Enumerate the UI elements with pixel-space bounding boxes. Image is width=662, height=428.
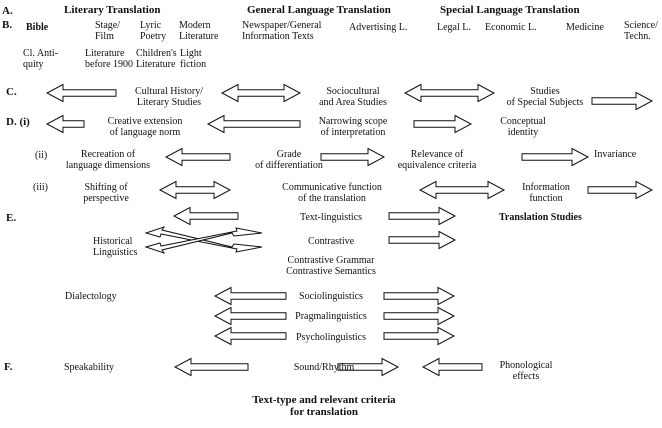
arrow-diii-mid xyxy=(418,180,506,200)
arrow-di-left xyxy=(45,114,85,134)
creative-extension-label: Creative extension of language norm xyxy=(107,116,183,138)
stage-film-label: Stage/ Film xyxy=(95,20,120,42)
translation-studies-label: Translation Studies xyxy=(499,212,582,223)
arrow-e-contrastive-right xyxy=(388,230,457,250)
science-label: Science/ Techn. xyxy=(624,20,658,42)
newspaper-label: Newspaper/General Information Texts xyxy=(242,20,322,42)
sociocultural-label: Sociocultural and Area Studies xyxy=(319,86,387,108)
arrow-e-textling-left xyxy=(172,206,239,226)
arrow-diii-left xyxy=(158,180,232,200)
special-language-translation-heading: Special Language Translation xyxy=(440,4,580,16)
grade-differentiation-label: Grade of differentiation xyxy=(255,149,323,171)
relevance-label: Relevance of equivalence criteria xyxy=(397,149,477,171)
conceptual-identity-label: Conceptual identity xyxy=(500,116,546,138)
arrow-dii-mid xyxy=(320,147,386,167)
narrowing-scope-label: Narrowing scope of interpretation xyxy=(318,116,388,138)
arrow-e-cross-up xyxy=(144,227,263,254)
arrow-e-psycho-left xyxy=(213,326,287,346)
arrow-di-mid xyxy=(206,114,301,134)
contrastive-grammar-label: Contrastive Grammar Contrastive Semantic… xyxy=(286,255,376,277)
communicative-function-label: Communicative function of the translatio… xyxy=(282,182,382,204)
special-subjects-label: Studies of Special Subjects xyxy=(506,86,584,108)
arrow-dii-left xyxy=(164,147,231,167)
shifting-perspective-label: Shifting of perspective xyxy=(83,182,129,204)
antiquity-label: Cl. Anti- quity xyxy=(23,48,59,70)
literary-translation-heading: Literary Translation xyxy=(64,4,161,16)
section-a-marker: A. xyxy=(2,5,13,17)
dialectology-label: Dialectology xyxy=(65,291,117,302)
phonological-effects-label: Phonological effects xyxy=(499,360,553,382)
information-function-label: Information function xyxy=(522,182,570,204)
contrastive-label: Contrastive xyxy=(307,236,355,247)
lyric-poetry-label: Lyric Poetry xyxy=(140,20,167,42)
historical-linguistics-label: Historical Linguistics xyxy=(93,236,138,258)
childrens-literature-label: Children's Literature xyxy=(136,48,177,70)
pragmalinguistics-label: Pragmalinguistics xyxy=(295,311,367,322)
literature-1900-label: Literature before 1900 xyxy=(85,48,134,70)
economic-label: Economic L. xyxy=(485,22,537,33)
light-fiction-label: Light fiction xyxy=(180,48,207,70)
advertising-label: Advertising L. xyxy=(349,22,408,33)
invariance-label: Invariance xyxy=(594,149,637,160)
arrow-c-mid xyxy=(220,83,302,103)
arrow-e-socio-left xyxy=(213,286,287,306)
psycholinguistics-label: Psycholinguistics xyxy=(295,332,367,343)
arrow-diii-right xyxy=(587,180,654,200)
legal-label: Legal L. xyxy=(437,22,471,33)
recreation-label: Recreation of language dimensions xyxy=(65,149,151,171)
arrow-c-end xyxy=(591,91,654,111)
section-e-marker: E. xyxy=(6,212,17,224)
section-c-marker: C. xyxy=(6,86,17,98)
arrow-dii-right xyxy=(521,147,590,167)
arrow-f-mid xyxy=(337,357,400,377)
section-d-ii-marker: (ii) xyxy=(35,150,48,161)
arrow-c-left xyxy=(45,83,117,103)
section-d-iii-marker: (iii) xyxy=(33,182,48,193)
arrow-e-pragma-right xyxy=(383,306,456,326)
sociolinguistics-label: Sociolinguistics xyxy=(299,291,363,302)
cultural-history-label: Cultural History/ Literary Studies xyxy=(134,86,204,108)
modern-literature-label: Modern Literature xyxy=(179,20,219,42)
medicine-label: Medicine xyxy=(566,22,604,33)
arrow-c-right xyxy=(403,83,496,103)
general-language-translation-heading: General Language Translation xyxy=(247,4,391,16)
arrow-f-left xyxy=(173,357,249,377)
section-d-marker: D. (i) xyxy=(6,116,30,128)
section-f-marker: F. xyxy=(4,361,13,373)
arrow-di-right xyxy=(413,114,473,134)
text-linguistics-label: Text-linguistics xyxy=(299,212,363,223)
arrow-e-pragma-left xyxy=(213,306,287,326)
arrow-e-cross-down xyxy=(144,226,263,253)
arrow-e-psycho-right xyxy=(383,326,456,346)
arrow-f-right xyxy=(421,357,483,377)
diagram-caption: Text-type and relevant criteria for tran… xyxy=(252,394,396,418)
arrow-e-socio-right xyxy=(383,286,456,306)
arrow-e-textling-right xyxy=(388,206,457,226)
bible-label: Bible xyxy=(26,22,49,33)
speakability-label: Speakability xyxy=(64,362,114,373)
sound-rhythm-label: Sound/Rhythm xyxy=(293,362,355,373)
section-b-marker: B. xyxy=(2,19,13,31)
